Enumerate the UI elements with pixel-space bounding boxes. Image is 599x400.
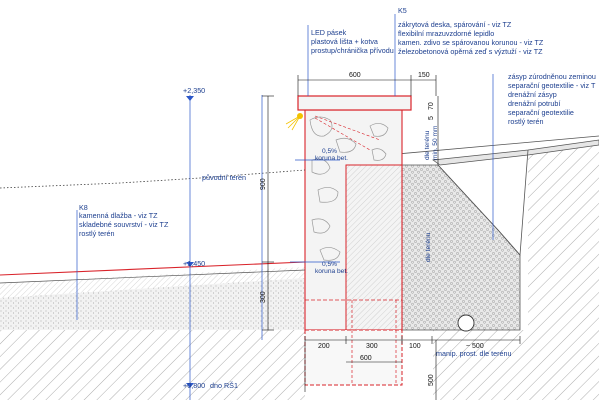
- dim-cap-gap: 5: [428, 116, 435, 120]
- dim-top-width: 600: [349, 72, 361, 79]
- backfill-line-6: rostlý terén: [508, 117, 544, 126]
- k5-callout: K5 zákrytová deska, spárování - viz TZ f…: [398, 6, 544, 56]
- drainage-backfill: [401, 149, 529, 332]
- led-light-icon: [285, 113, 381, 151]
- dim-bottom-300: 300: [366, 343, 378, 350]
- original-terrain-line: [0, 169, 306, 189]
- crown-low-label: koruna bet.: [315, 268, 348, 275]
- k5-line-1: zákrytová deska, spárování - viz TZ: [398, 20, 512, 29]
- k8-line-2: skladebné souvrství - viz TZ: [79, 220, 169, 229]
- ground-hatch: [0, 140, 599, 400]
- concrete-core: [345, 164, 403, 331]
- k8-line-3: rostlý terén: [79, 229, 115, 238]
- level-bottom-note: dno RŠ1: [210, 381, 238, 390]
- dim-footing-width: 600: [360, 355, 372, 362]
- k5-line-4: železobetonová opěrná zeď s výztuží - vi…: [398, 47, 543, 56]
- backfill-line-3: drenážní zásyp: [508, 90, 557, 99]
- slope-top-label: 0,5%: [322, 148, 337, 155]
- backfill-line-2: separační geotextilie - viz T: [508, 81, 596, 90]
- footing: [304, 329, 403, 386]
- level-markers: [186, 96, 194, 388]
- paving-layer: [0, 261, 306, 284]
- led-line-3: prostup/chránička přívodu: [311, 46, 394, 55]
- led-callout: LED pásek plastová lišta + kotva prostup…: [311, 28, 394, 55]
- leader-lines: [76, 14, 494, 400]
- by-terrain-mid-label: dle terénu: [425, 232, 432, 262]
- drain-pipe-icon: [457, 314, 475, 332]
- level-terrain: +1,450: [183, 259, 205, 268]
- cap-slab: [297, 95, 412, 111]
- dim-footing-height: 300: [260, 291, 267, 303]
- led-line-1: LED pásek: [311, 28, 347, 37]
- dim-bottom-200: 200: [318, 343, 330, 350]
- slope-low-label: 0,5%: [322, 261, 337, 268]
- manip-label: manip. prost. dle terénu: [436, 349, 512, 358]
- crown-top-label: koruna bet.: [315, 155, 348, 162]
- backfill-line-5: separační geotextilie: [508, 108, 574, 117]
- min-50-label: min. 50 mm: [432, 125, 439, 160]
- k5-code: K5: [398, 6, 407, 15]
- original-terrain-label: původní terén: [202, 173, 246, 182]
- dim-top-overhang: 150: [418, 72, 430, 79]
- backfill-line-4: drenážní potrubí: [508, 99, 560, 108]
- dim-bottom-100: 100: [409, 343, 421, 350]
- dim-footing-depth: 500: [428, 374, 435, 386]
- stone-masonry-wall: [297, 95, 412, 386]
- dimension-lines: [262, 75, 521, 400]
- backfill-line-1: zásyp zúrodněnou zeminou: [508, 72, 596, 81]
- by-terrain-top-label: dle terénu: [424, 130, 431, 160]
- level-top: +2,350: [183, 86, 205, 95]
- k8-line-1: kamenná dlažba - viz TZ: [79, 211, 158, 220]
- level-bottom: +0,800: [183, 381, 205, 390]
- k5-line-3: kamen. zdivo se spárovanou korunou - viz…: [398, 38, 544, 47]
- dim-bottom-500: ~ 500: [466, 343, 484, 350]
- k5-line-2: flexibilní mrazuvzdorné lepidlo: [398, 29, 494, 38]
- k8-code: K8: [79, 203, 88, 212]
- dim-wall-height: 900: [260, 178, 267, 190]
- k8-callout: K8 kamenná dlažba - viz TZ skladebné sou…: [79, 203, 169, 238]
- backfill-callout: zásyp zúrodněnou zeminou separační geote…: [508, 72, 596, 126]
- dim-cap-height: 70: [428, 102, 435, 110]
- led-line-2: plastová lišta + kotva: [311, 37, 378, 46]
